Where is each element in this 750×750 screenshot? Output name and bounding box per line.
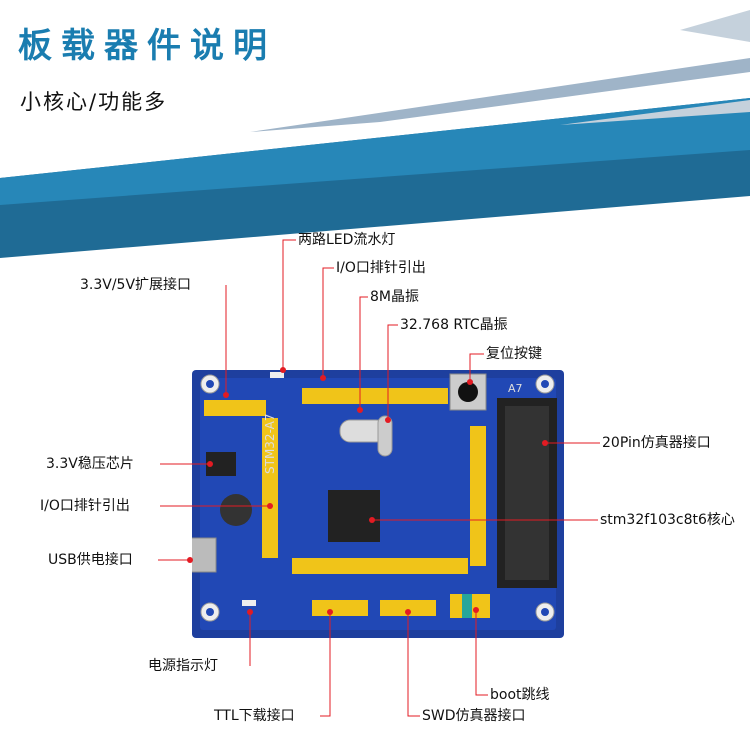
callout-usb: USB供电接口 — [48, 552, 133, 568]
page-subtitle: 小核心/功能多 — [20, 90, 168, 114]
callout-power-header: 3.3V/5V扩展接口 — [80, 277, 192, 293]
callout-xtal8m: 8M晶振 — [370, 289, 419, 305]
callout-swd: SWD仿真器接口 — [422, 708, 526, 724]
callout-io-top: I/O口排针引出 — [336, 260, 426, 276]
header-banner — [0, 10, 750, 258]
callout-regulator: 3.3V稳压芯片 — [46, 456, 134, 472]
callout-power-led: 电源指示灯 — [148, 658, 218, 674]
callout-ttl: TTL下载接口 — [214, 708, 295, 724]
callout-mcu: stm32f103c8t6核心 — [600, 512, 735, 528]
callout-jtag: 20Pin仿真器接口 — [602, 435, 711, 451]
svg-text:A7: A7 — [508, 382, 523, 395]
callout-boot: boot跳线 — [490, 687, 550, 703]
callout-led2: 两路LED流水灯 — [298, 232, 396, 248]
page-title: 板载器件说明 — [18, 26, 276, 66]
callout-reset: 复位按键 — [486, 346, 542, 362]
callout-rtc: 32.768 RTC晶振 — [400, 317, 508, 333]
stm32-board: STM32-A7 A7 — [192, 370, 564, 638]
callout-io-left: I/O口排针引出 — [40, 498, 130, 514]
svg-text:STM32-A7: STM32-A7 — [263, 414, 277, 474]
